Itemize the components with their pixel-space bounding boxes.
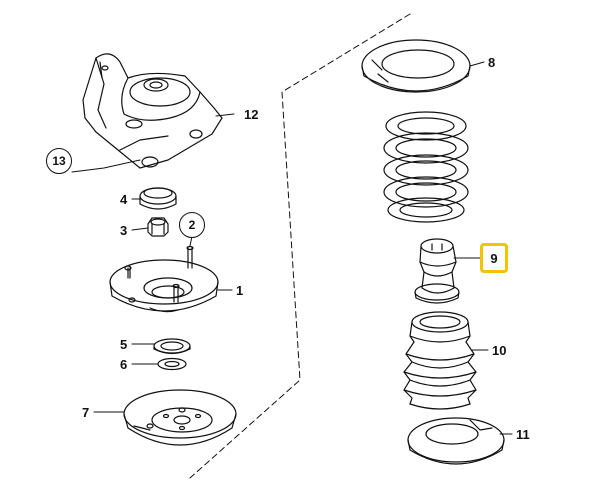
callout-2: 2 <box>179 212 205 238</box>
callout-7: 7 <box>82 405 90 420</box>
washer-6 <box>157 357 187 371</box>
dashed-frame-lines <box>189 13 411 479</box>
strut-mount-bracket-12 <box>82 53 223 169</box>
nut-3 <box>147 217 169 237</box>
callout-4: 4 <box>120 192 128 207</box>
callout-3: 3 <box>120 223 128 238</box>
bump-stop-9 <box>414 238 460 304</box>
callout-9-highlighted[interactable]: 9 <box>480 243 508 273</box>
strut-mount-1 <box>109 259 219 313</box>
dust-boot-10 <box>403 311 477 410</box>
callout-10: 10 <box>492 343 507 358</box>
callout-1: 1 <box>236 283 244 298</box>
callout-11: 11 <box>516 427 530 442</box>
cap-4 <box>139 187 177 210</box>
lower-pad-11 <box>407 417 505 465</box>
spring-seat-7 <box>123 389 237 446</box>
callout-6: 6 <box>120 357 128 372</box>
washer-5 <box>153 338 191 355</box>
coil-spring <box>383 111 469 223</box>
callout-12: 12 <box>244 107 259 122</box>
callout-8: 8 <box>488 55 496 70</box>
stud-bolts-2 <box>186 245 194 269</box>
callout-13: 13 <box>46 148 72 174</box>
spring-pad-8 <box>361 39 471 93</box>
callout-5: 5 <box>120 337 128 352</box>
leader-lines <box>71 61 513 435</box>
